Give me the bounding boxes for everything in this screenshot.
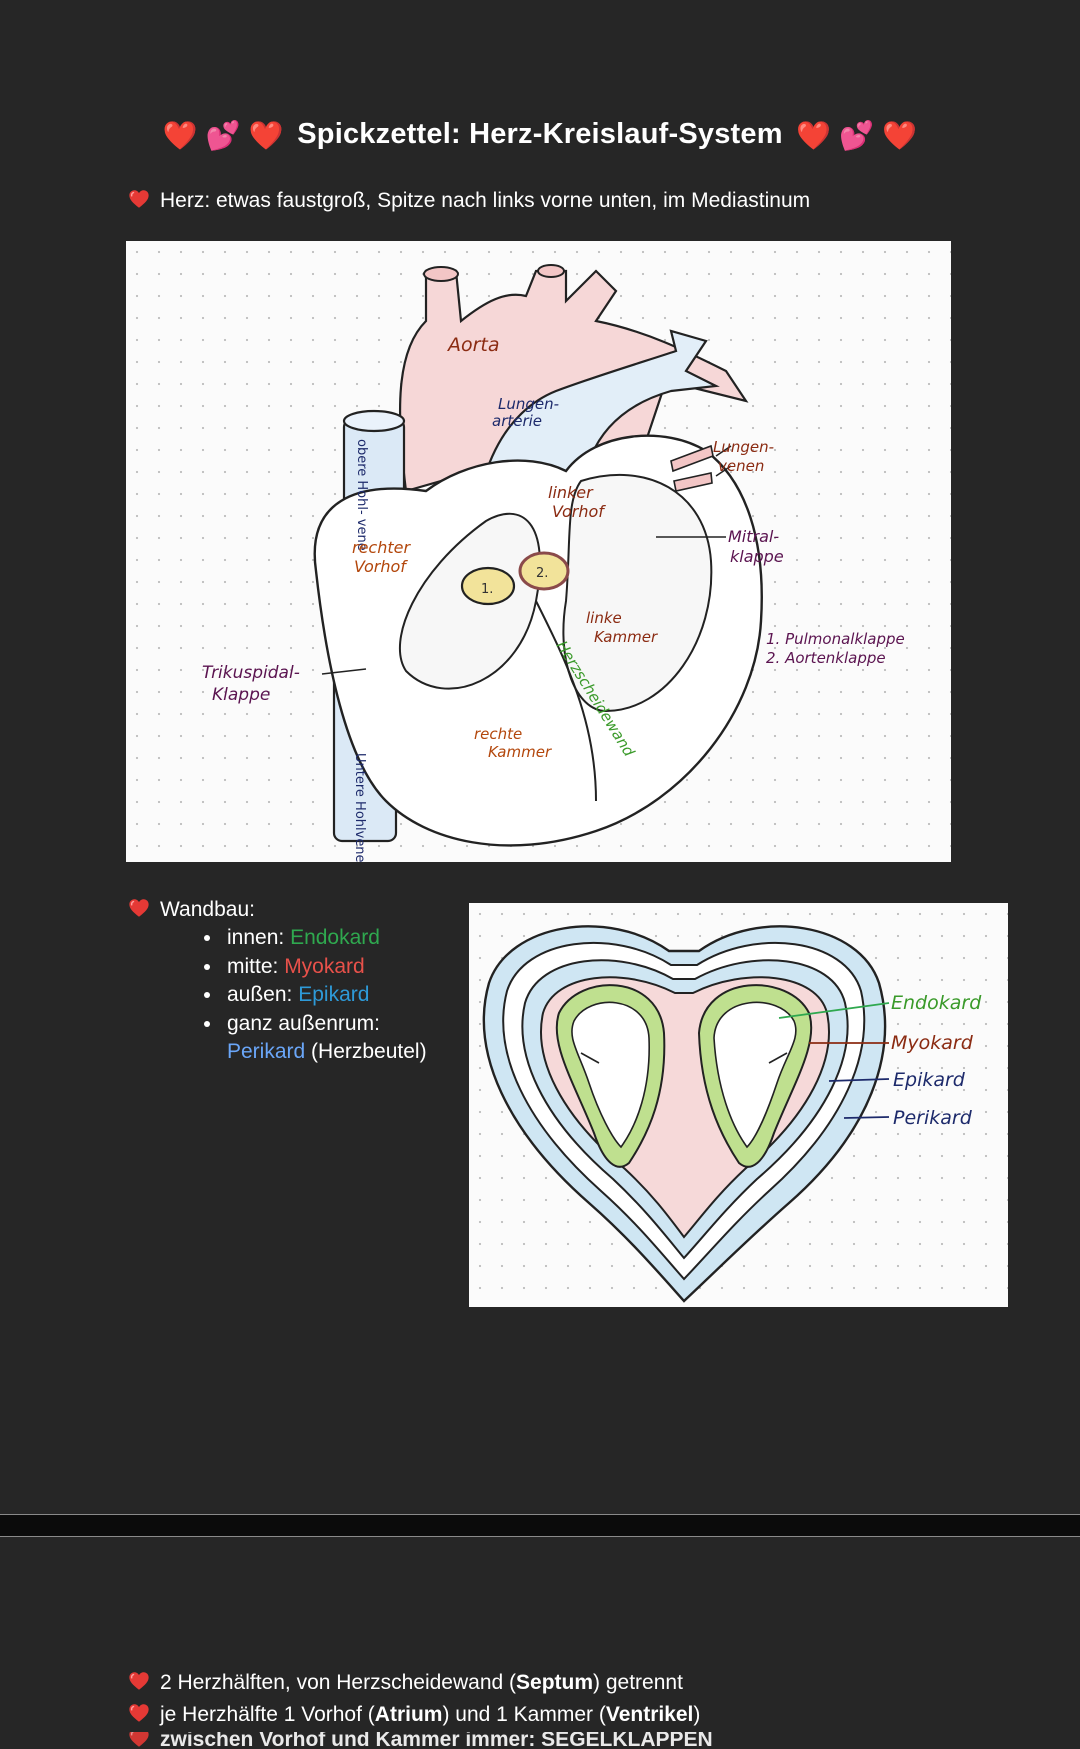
label-lungenarterie-1: Lungen- bbox=[498, 395, 559, 413]
herzbeutel-suffix: (Herzbeutel) bbox=[305, 1040, 427, 1063]
epikard-term: Epikard bbox=[298, 983, 370, 1006]
valve-2-label: 2. bbox=[536, 566, 548, 581]
label-rechte-kammer-2: Kammer bbox=[488, 743, 552, 761]
label-perikard: Perikard bbox=[893, 1107, 973, 1129]
heart-icon bbox=[128, 1732, 150, 1749]
wandbau-heading: Wandbau: bbox=[128, 897, 255, 922]
label-lungenvenen-2: venen bbox=[718, 457, 764, 475]
line2-c: ) und 1 Kammer ( bbox=[442, 1703, 606, 1726]
heart-icon bbox=[128, 1670, 150, 1692]
endokard-term: Endokard bbox=[290, 926, 380, 949]
label-klappen-1: 1. Pulmonalklappe bbox=[766, 630, 905, 648]
label-trikuspidal-1: Trikuspidal- bbox=[202, 663, 300, 683]
wandbau-heading-text: Wandbau: bbox=[160, 898, 255, 921]
page2-line-3-cut: zwischen Vorhof und Kammer immer: SEGELK… bbox=[128, 1732, 828, 1749]
heart-wall-layers-drawing: Endokard Myokard Epikard Perikard bbox=[469, 903, 1008, 1307]
label-linker-vorhof-1: linker bbox=[548, 483, 594, 502]
label-endokard: Endokard bbox=[891, 992, 982, 1014]
line2-a: je Herzhälfte 1 Vorhof ( bbox=[160, 1703, 375, 1726]
label-rechter-vorhof-1: rechter bbox=[352, 538, 411, 557]
title-text: Spickzettel: Herz-Kreislauf-System bbox=[297, 118, 783, 150]
label-klappen-2: 2. Aortenklappe bbox=[766, 649, 886, 667]
septum-term: Septum bbox=[516, 1671, 594, 1694]
document-page-2 bbox=[0, 1537, 1080, 1749]
label-epikard: Epikard bbox=[893, 1069, 966, 1091]
mitte-prefix: mitte: bbox=[227, 954, 285, 978]
heart-icon bbox=[128, 1702, 150, 1724]
intro-text: Herz: etwas faustgroß, Spitze nach links… bbox=[160, 189, 811, 212]
heart-anatomy-drawing: 1. 2. Aorta Lungen- arterie obere Hohl- … bbox=[126, 241, 951, 862]
heart-icon bbox=[128, 897, 150, 919]
label-lungenarterie-2: arterie bbox=[492, 412, 542, 430]
label-aorta: Aorta bbox=[446, 334, 500, 356]
perikard-term: Perikard bbox=[227, 1040, 306, 1063]
heart-icon bbox=[128, 188, 150, 210]
label-linke-kammer-2: Kammer bbox=[594, 628, 658, 646]
list-item-ganz-aussen: ganz außenrum: Perikard (Herzbeutel) bbox=[223, 1010, 427, 1067]
label-untere-hohlvene: Untere Hohlvene bbox=[352, 753, 367, 862]
list-item-innen: innen: Endokard bbox=[223, 924, 427, 953]
myokard-term: Myokard bbox=[284, 954, 365, 978]
page2-line-2: je Herzhälfte 1 Vorhof (Atrium) und 1 Ka… bbox=[128, 1702, 700, 1727]
label-myokard: Myokard bbox=[891, 1032, 974, 1054]
page-title: ❤️ 💕 ❤️ Spickzettel: Herz-Kreislauf-Syst… bbox=[0, 118, 1080, 152]
intro-line: Herz: etwas faustgroß, Spitze nach links… bbox=[128, 188, 810, 213]
label-linke-kammer-1: linke bbox=[586, 609, 622, 627]
line1-a: 2 Herzhälften, von Herzscheidewand ( bbox=[160, 1671, 517, 1694]
label-linker-vorhof-2: Vorhof bbox=[552, 502, 606, 521]
page-gap bbox=[0, 1515, 1080, 1537]
label-rechte-kammer-1: rechte bbox=[474, 725, 522, 743]
line1-c: ) getrennt bbox=[593, 1671, 683, 1694]
list-item-aussen: außen: Epikard bbox=[223, 981, 427, 1010]
ventrikel-term: Ventrikel bbox=[605, 1703, 694, 1726]
label-mitralklappe-1: Mitral- bbox=[728, 527, 779, 546]
list-item-mitte: mitte: Myokard bbox=[223, 953, 427, 982]
label-lungenvenen-1: Lungen- bbox=[713, 438, 774, 456]
hearts-emoji-right: ❤️ 💕 ❤️ bbox=[796, 119, 918, 151]
page2-line-1: 2 Herzhälften, von Herzscheidewand (Sept… bbox=[128, 1670, 683, 1695]
innen-prefix: innen: bbox=[227, 926, 291, 949]
label-rechter-vorhof-2: Vorhof bbox=[354, 557, 408, 576]
hearts-emoji-left: ❤️ 💕 ❤️ bbox=[162, 119, 284, 151]
atrium-term: Atrium bbox=[374, 1703, 443, 1726]
ganz-prefix: ganz außenrum: bbox=[227, 1011, 380, 1035]
line3-text: zwischen Vorhof und Kammer immer: SEGELK… bbox=[160, 1732, 713, 1749]
label-trikuspidal-2: Klappe bbox=[212, 685, 270, 705]
wandbau-list: innen: Endokard mitte: Myokard außen: Ep… bbox=[188, 924, 427, 1067]
aussen-prefix: außen: bbox=[227, 983, 299, 1006]
valve-1-label: 1. bbox=[481, 582, 493, 597]
label-mitralklappe-2: klappe bbox=[730, 547, 784, 566]
label-obere-hohlvene: obere Hohl- vene bbox=[354, 439, 369, 551]
line2-e: ) bbox=[693, 1703, 701, 1726]
